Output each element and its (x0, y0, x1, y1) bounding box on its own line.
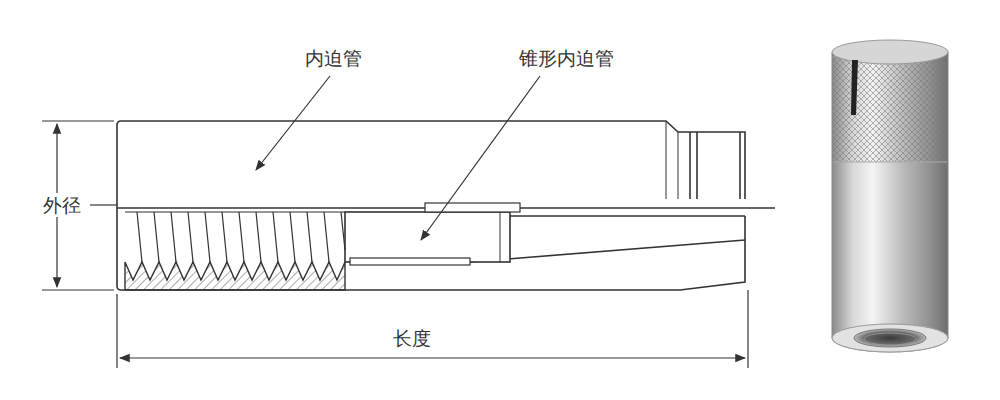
thread-section (125, 212, 345, 290)
anchor-photo (832, 40, 948, 352)
dimension-lines (42, 121, 748, 368)
leader-lines (256, 76, 540, 240)
dimension-label: 长度 (390, 326, 434, 351)
part-label: 锥形内迫管 (516, 46, 617, 71)
dimension-label: 外径 (40, 193, 84, 218)
part-label: 内迫管 (302, 46, 365, 71)
